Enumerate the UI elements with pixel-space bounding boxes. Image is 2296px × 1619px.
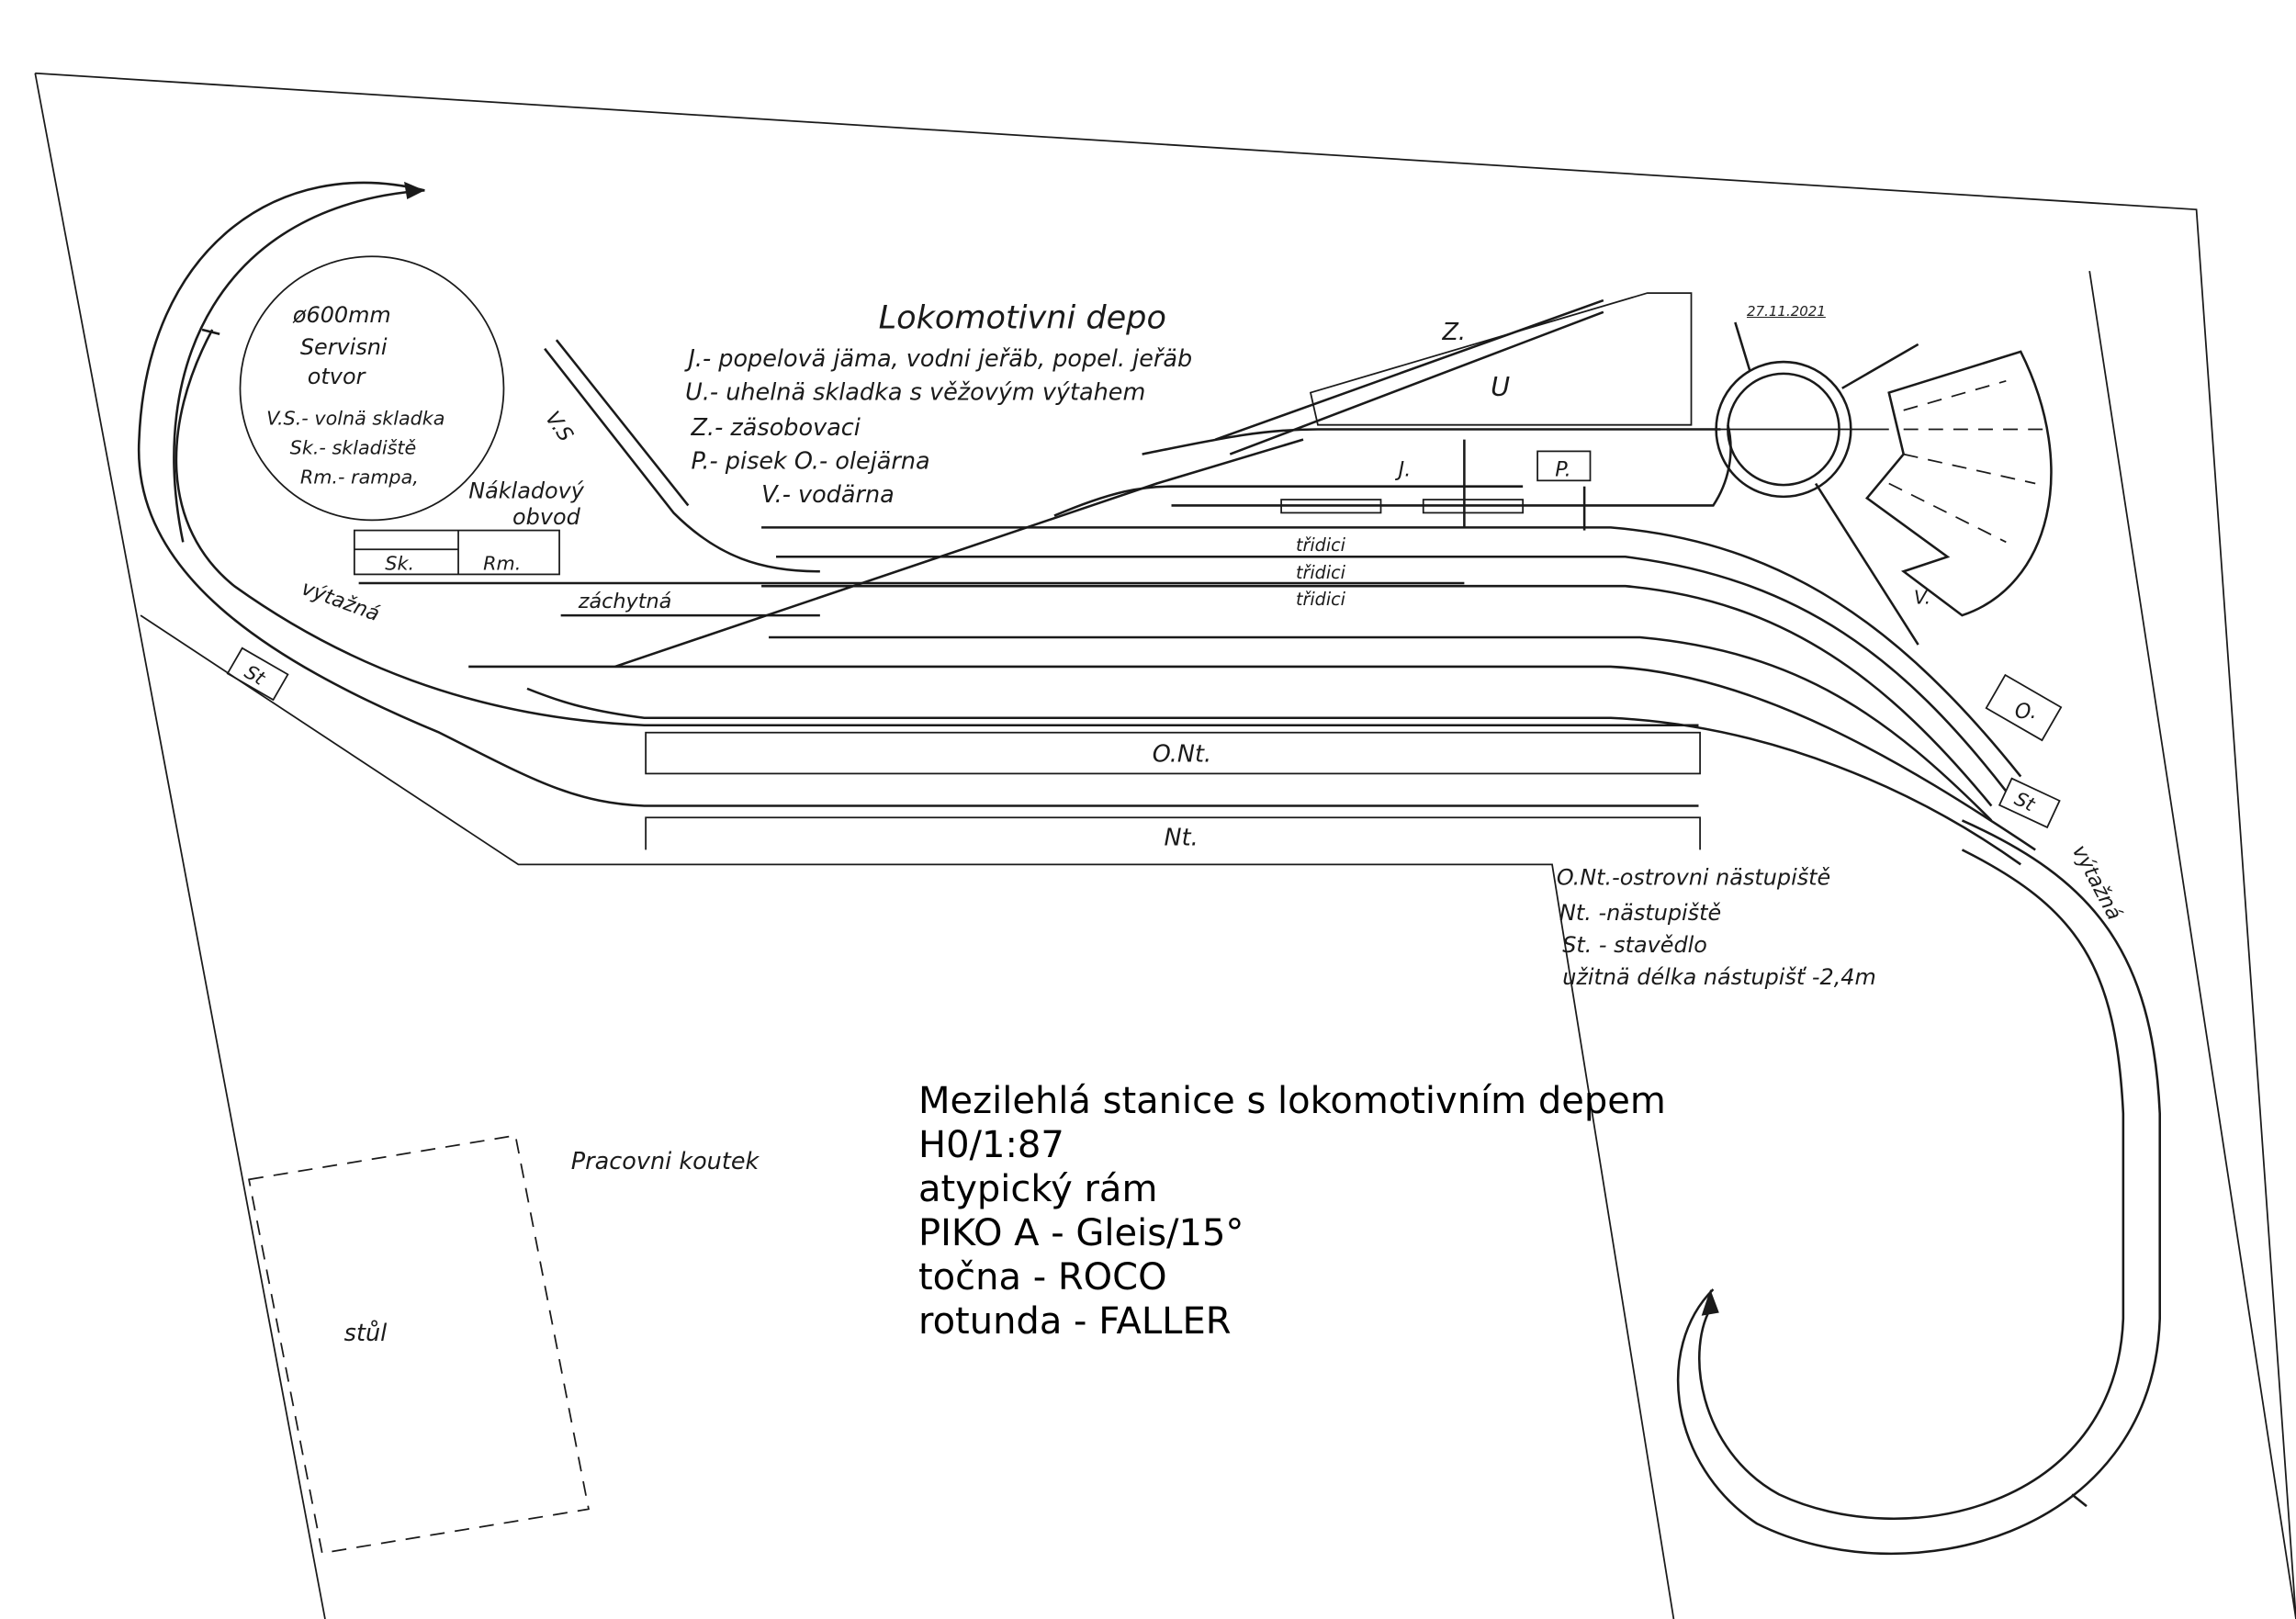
- left-arrow-curve: [173, 189, 425, 543]
- buffer-stop-right-bottom: [2071, 1493, 2088, 1508]
- platform-legend-line: Nt. -nästupiště: [1559, 900, 1721, 926]
- track-label-zachytna: záchytná: [578, 590, 672, 613]
- track-label-tridici-1: třidici: [1296, 534, 1346, 556]
- info-turntable: točna - ROCO: [918, 1256, 1167, 1299]
- track-vs-siding: [544, 347, 820, 573]
- side-platform-label: Nt.: [1165, 825, 1199, 852]
- freight-building-outline: [353, 529, 560, 576]
- track-tridici-4: [769, 635, 1993, 822]
- freight-area-label: Nákladový: [468, 478, 585, 503]
- info-track-system: PIKO A - Gleis/15°: [918, 1212, 1244, 1254]
- track-label-z: Z.: [1441, 319, 1466, 346]
- oil-house-label: O.: [2015, 700, 2037, 724]
- depot-legend-item: P.- pisek O.- olejärna: [692, 448, 930, 476]
- platform-legend-line: St. - stavědlo: [1562, 932, 1707, 958]
- turntable-spur-1: [1734, 321, 1751, 372]
- ash-pit-1: [1280, 499, 1382, 514]
- track-tridici-3: [761, 584, 1993, 807]
- island-platform-label: O.Nt.: [1153, 741, 1211, 769]
- track-label-tridici-2: třidici: [1296, 562, 1346, 583]
- info-scale: H0/1:87: [918, 1124, 1064, 1166]
- turntable-spur-2: [1841, 343, 1919, 389]
- platform-legend-line: užitnä délka nástupišť -2,4m: [1562, 964, 1876, 990]
- track-depot-lower: [1053, 485, 1524, 517]
- freight-area-label: obvod: [512, 504, 581, 530]
- oil-house-outline: [1985, 673, 2063, 742]
- frame-right-outer-edge: [2088, 271, 2296, 1619]
- track-depot-upper: [1142, 428, 1721, 455]
- date-signature: 27.11.2021: [1747, 303, 1826, 320]
- track-right-loop-inner: [1698, 849, 2125, 1520]
- p-box-outline: [1536, 450, 1592, 482]
- track-label-j: J.: [1395, 458, 1412, 482]
- vs-label: V.S: [540, 407, 578, 446]
- service-opening-circle: [239, 255, 505, 522]
- track-depot-lower2: [1171, 424, 1732, 507]
- layout-frame-left-edge: [34, 73, 326, 1619]
- depot-legend-item: Z.- zäsobovaci: [691, 414, 861, 442]
- info-roundhouse: rotunda - FALLER: [918, 1300, 1232, 1343]
- arrow-head-bottom: [1701, 1289, 1719, 1316]
- info-frame: atypický rám: [918, 1168, 1158, 1210]
- signal-box-left-label: St: [241, 660, 269, 690]
- track-left-loop-outer: [138, 181, 1699, 807]
- track-main-2: [526, 687, 2021, 866]
- table-label: stůl: [344, 1320, 388, 1347]
- depot-legend-item: V.- vodärna: [761, 481, 895, 509]
- track-tridici-2: [776, 556, 2008, 793]
- water-tower-label: V.: [1914, 586, 1930, 608]
- work-table-outline: [248, 1134, 590, 1555]
- island-platform-outline: [645, 731, 1701, 775]
- layout-frame-inner: [140, 614, 1675, 1619]
- depot-heading: Lokomotivni depo: [879, 298, 1166, 336]
- rotunda-stall-dash-3: [1903, 453, 2036, 485]
- ash-pit-2: [1422, 499, 1525, 514]
- signal-box-right-outline: [1998, 777, 2061, 829]
- track-tridici-1: [761, 526, 2022, 778]
- sand-box-label: P.: [1555, 458, 1570, 482]
- service-opening-line: Sk.- skladiště: [290, 437, 417, 459]
- track-label-tridici-3: třidici: [1296, 589, 1346, 610]
- freight-building-rm-label: Rm.: [483, 553, 521, 575]
- side-platform-outline: [645, 816, 1701, 850]
- rotunda-stall-dash-1: [1903, 379, 2007, 411]
- track-diagonal-ladder: [614, 438, 1304, 669]
- coal-yard-outline: [1309, 292, 1693, 426]
- layout-frame-outline: [35, 72, 2296, 1619]
- rotunda-stall-dash-4: [1888, 482, 2007, 544]
- track-z-siding-a: [1214, 298, 1604, 441]
- rotunda-outline: [1864, 350, 2053, 617]
- info-title: Mezilehlá stanice s lokomotivním depem: [918, 1080, 1666, 1122]
- track-vs-siding-2: [555, 339, 690, 507]
- buffer-stop-left: [201, 328, 220, 336]
- service-opening-line: V.S.- volnä skladka: [266, 408, 445, 430]
- layout-info-block: Mezilehlá stanice s lokomotivním depem H…: [918, 1079, 1666, 1344]
- service-opening-line: Servisni: [300, 334, 388, 360]
- coal-yard-label: U: [1491, 371, 1510, 402]
- work-area-label: Pracovni koutek: [571, 1148, 760, 1175]
- track-main-1: [468, 665, 2036, 851]
- depot-legend-item: J.- popelovä jäma, vodni jeřäb, popel. j…: [683, 345, 1192, 373]
- signal-box-left-outline: [226, 646, 289, 702]
- arrow-head-top: [404, 181, 425, 199]
- platform-legend-line: O.Nt.-ostrovni nästupiště: [1557, 865, 1830, 891]
- track-left-loop-inner: [174, 329, 1699, 727]
- depot-legend-item: U.- uhelnä skladka s věžovým výtahem: [685, 379, 1145, 407]
- service-opening-line: otvor: [308, 364, 367, 389]
- freight-building-sk-label: Sk.: [385, 553, 414, 575]
- turntable-spur-3: [1814, 482, 1919, 646]
- service-opening-line: ø600mm: [292, 302, 391, 328]
- service-opening-line: Rm.- rampa,: [300, 467, 419, 489]
- track-right-loop-outer: [1676, 819, 2161, 1556]
- track-z-siding-b: [1229, 310, 1604, 455]
- track-label-vytazna-right: výtažná: [2067, 841, 2126, 924]
